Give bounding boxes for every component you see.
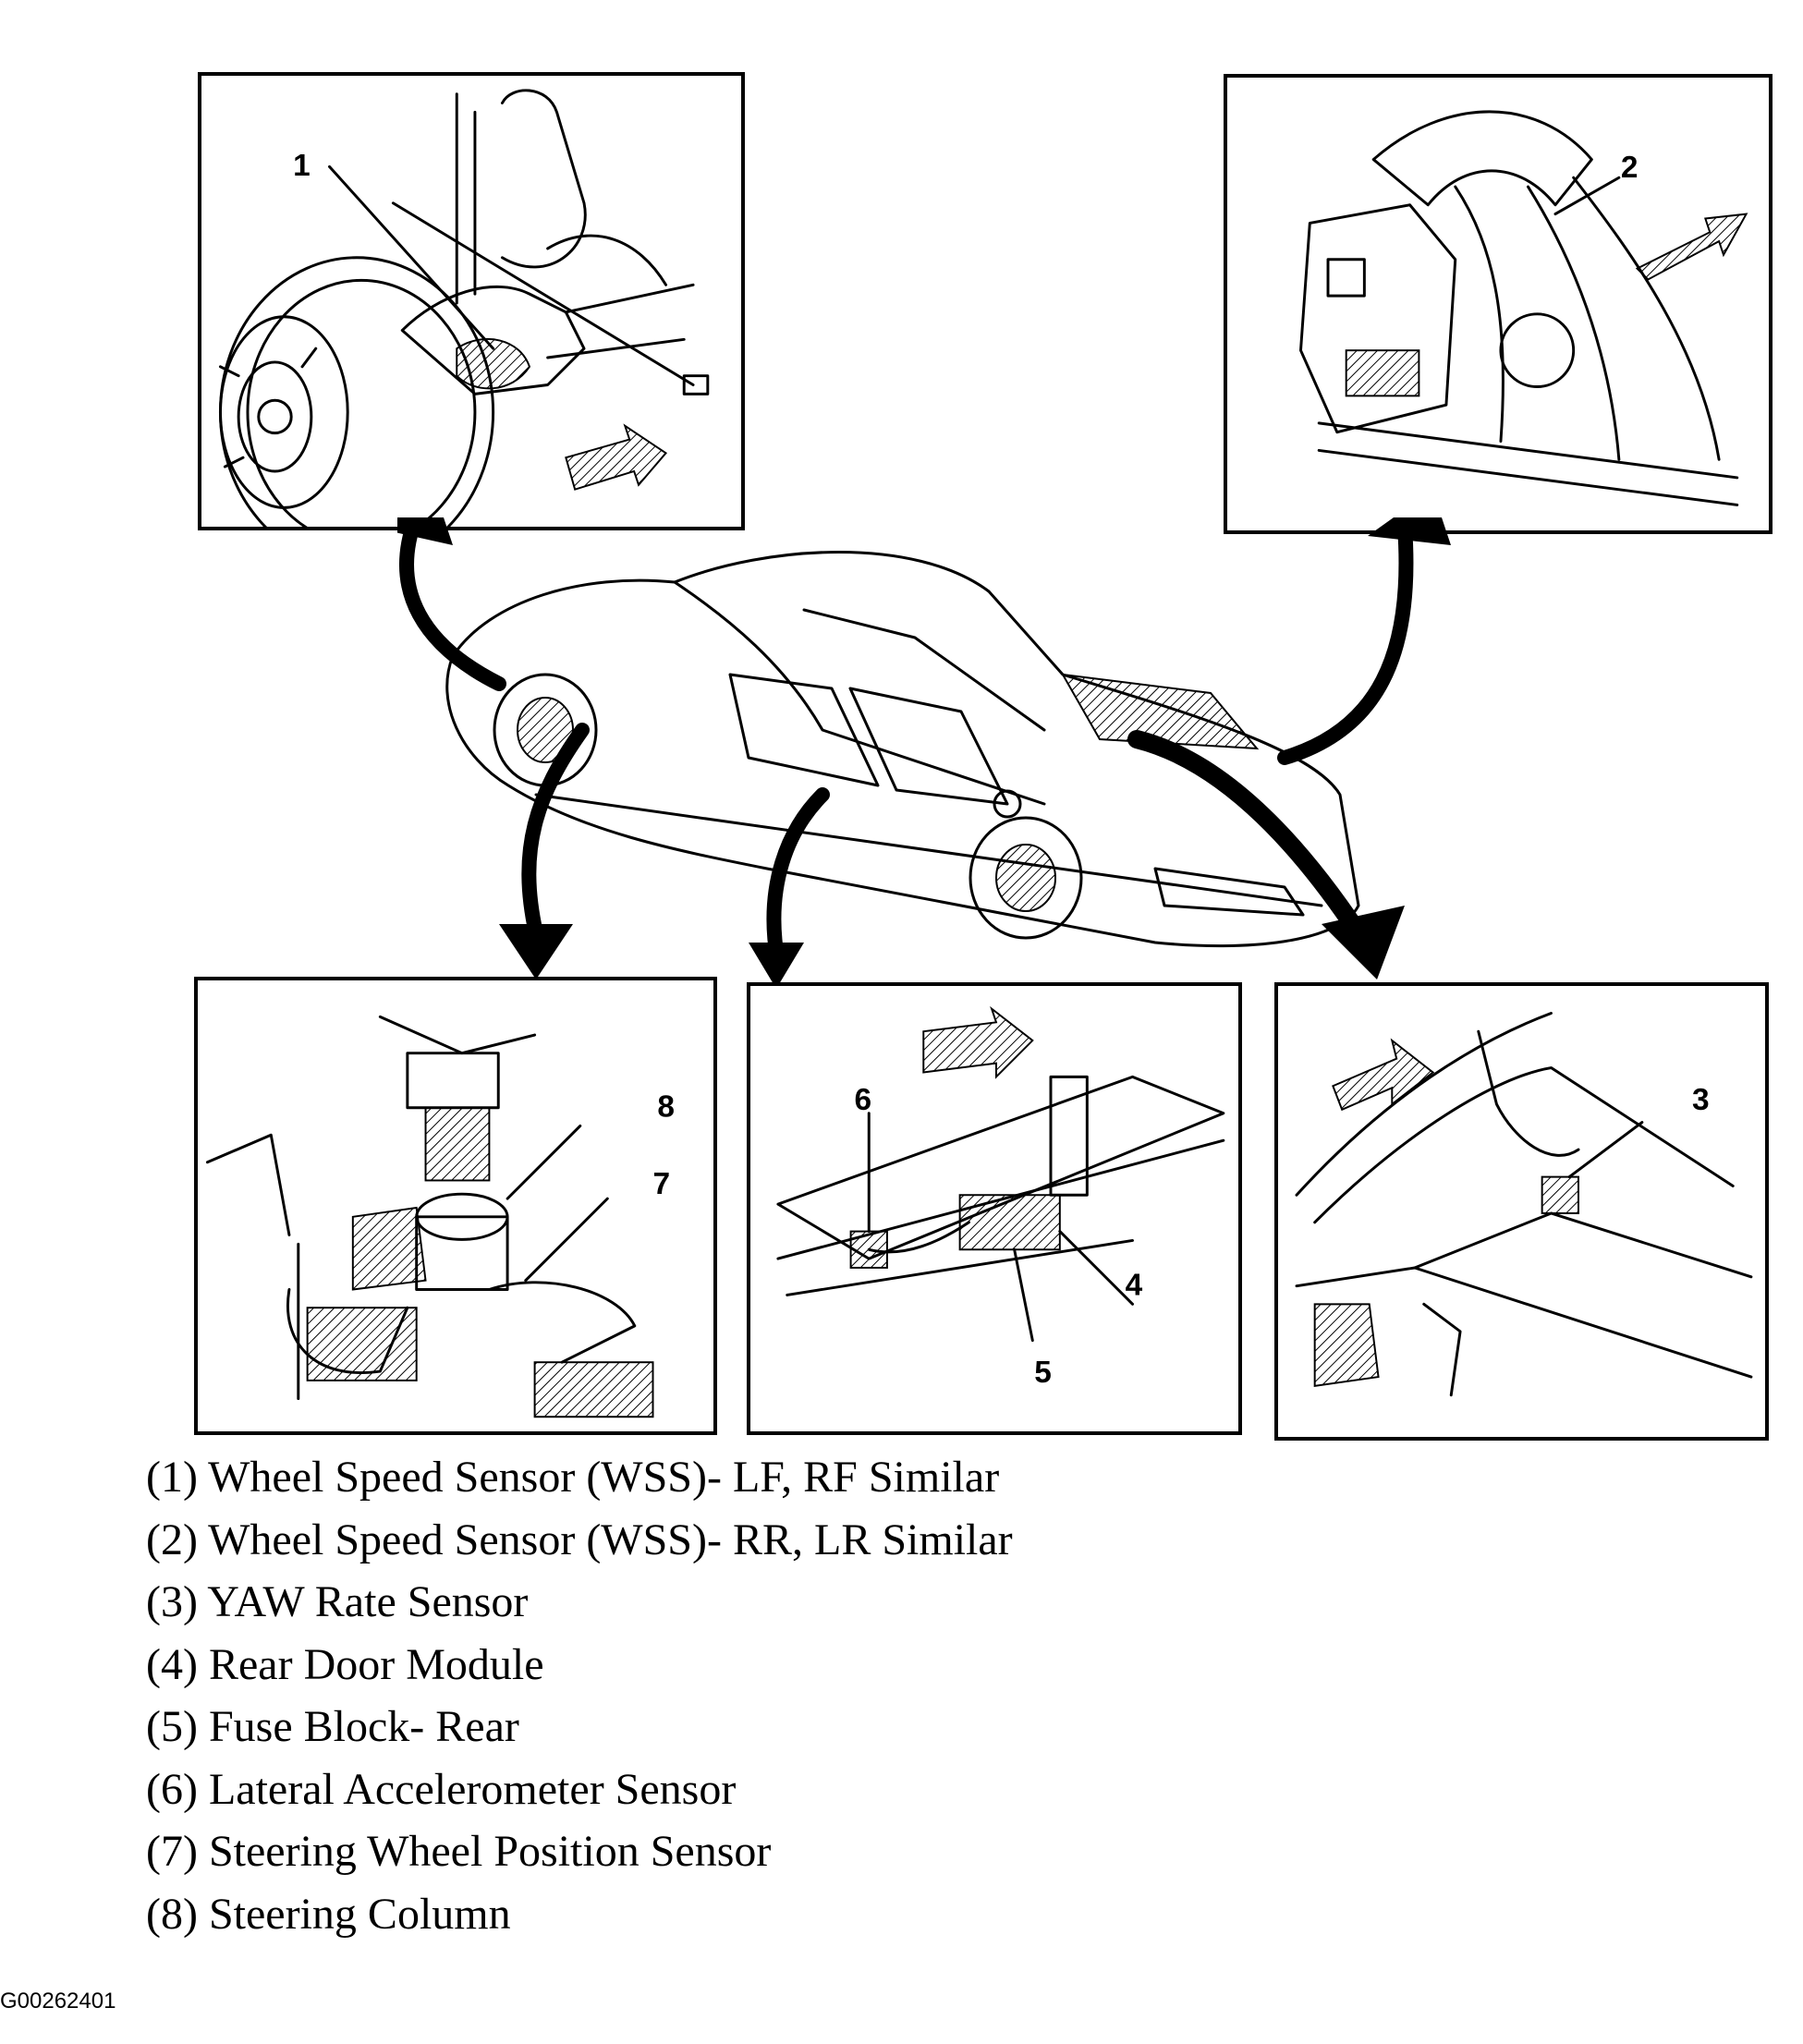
module-illustration: 6 4 5 xyxy=(776,1005,1225,1390)
callout-1: 1 xyxy=(293,149,311,183)
callout-8: 8 xyxy=(657,1090,675,1125)
callout-7: 7 xyxy=(653,1167,671,1201)
callout-6: 6 xyxy=(855,1083,872,1117)
arrow-to-steering-panel xyxy=(499,924,573,979)
callout-5: 5 xyxy=(1034,1356,1052,1390)
steering-illustration: 8 7 xyxy=(205,1015,675,1418)
arrow-to-module-panel xyxy=(749,943,804,989)
module-panel: 6 4 5 xyxy=(747,982,1242,1435)
arrow-to-yaw-panel xyxy=(1322,906,1405,979)
component-legend: (1) Wheel Speed Sensor (WSS)- LF, RF Sim… xyxy=(146,1446,1013,1945)
legend-item: (5) Fuse Block- Rear xyxy=(146,1702,519,1751)
yaw-illustration: 3 xyxy=(1295,1012,1753,1397)
legend-item: (8) Steering Column xyxy=(146,1889,511,1939)
legend-item: (6) Lateral Accelerometer Sensor xyxy=(146,1764,737,1814)
steering-panel: 8 7 xyxy=(194,977,717,1435)
front-wheel-illustration: 1 xyxy=(218,89,710,527)
legend-item: (4) Rear Door Module xyxy=(146,1639,544,1689)
legend-item: (1) Wheel Speed Sensor (WSS)- LF, RF Sim… xyxy=(146,1453,1000,1502)
legend-item: (7) Steering Wheel Position Sensor xyxy=(146,1827,772,1876)
callout-2: 2 xyxy=(1621,151,1639,185)
rear-wheel-illustration: 2 xyxy=(1299,110,1748,506)
rear-wheel-panel: 2 xyxy=(1224,74,1773,534)
yaw-panel: 3 xyxy=(1274,982,1769,1441)
car-body xyxy=(445,551,1360,948)
callout-3: 3 xyxy=(1692,1083,1710,1117)
legend-item: (2) Wheel Speed Sensor (WSS)- RR, LR Sim… xyxy=(146,1515,1013,1564)
arrow-to-rear-wheel xyxy=(1368,517,1451,545)
legend-item: (3) YAW Rate Sensor xyxy=(146,1577,529,1626)
callout-4: 4 xyxy=(1126,1268,1143,1302)
front-wheel-panel: 1 xyxy=(198,72,745,530)
vehicle-overview xyxy=(397,517,1451,989)
figure-id: G00262401 xyxy=(0,1989,116,2014)
arrow-to-front-wheel xyxy=(397,517,453,545)
